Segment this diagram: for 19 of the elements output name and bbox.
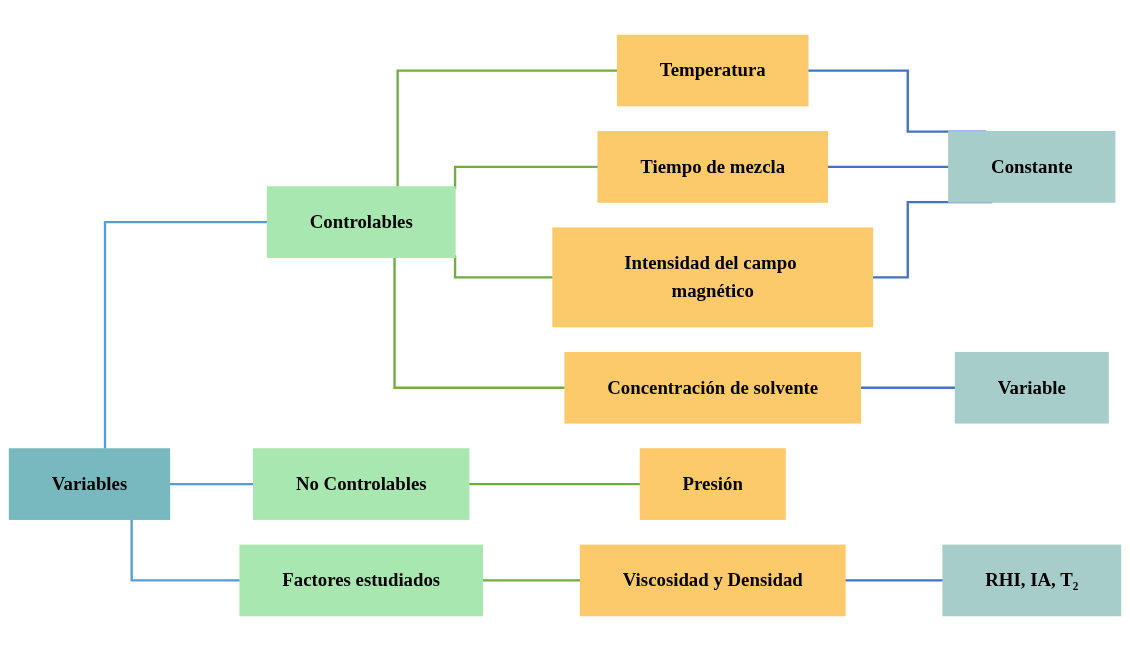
node-box: Intensidad del campo magnético xyxy=(552,227,874,328)
node-box: Temperatura xyxy=(616,34,809,107)
connector xyxy=(393,257,565,389)
connector xyxy=(396,69,618,187)
node-box: No Controlables xyxy=(253,448,470,520)
node-box: Factores estudiados xyxy=(239,544,484,617)
connector xyxy=(103,220,268,449)
connector xyxy=(453,165,599,189)
node-box: Tiempo de mezcla xyxy=(597,131,828,203)
node-box: Constante xyxy=(948,131,1116,203)
node-box: Controlables xyxy=(266,186,456,258)
node-box: Variable xyxy=(954,351,1109,424)
node-box: Variables xyxy=(8,448,171,520)
connector xyxy=(130,519,240,582)
node-box: Viscosidad y Densidad xyxy=(579,544,846,617)
node-box: Concentración de solvente xyxy=(564,351,862,424)
connector xyxy=(453,255,553,279)
node-box: Presión xyxy=(639,448,786,520)
node-box: RHI, IA, T₂ xyxy=(942,544,1122,617)
